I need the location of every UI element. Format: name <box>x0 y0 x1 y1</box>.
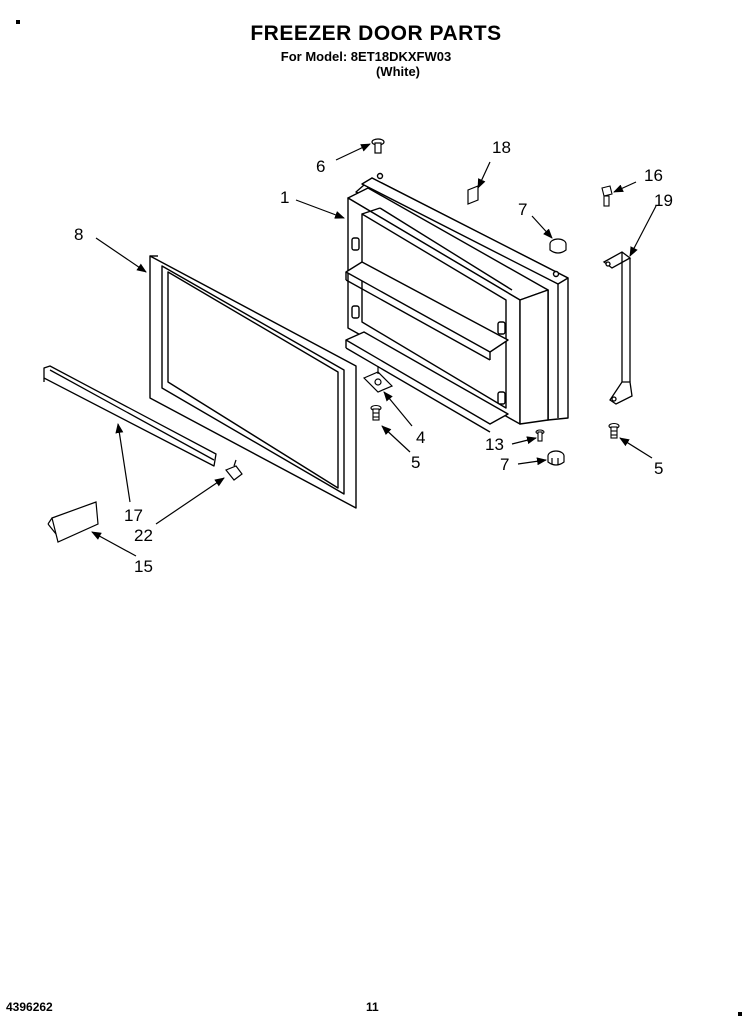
callout-19: 19 <box>654 191 673 210</box>
end-cap-part-22 <box>225 459 243 481</box>
corner-mark-top-left <box>16 20 20 24</box>
callout-18: 18 <box>492 138 511 157</box>
callout-16: 16 <box>644 166 663 185</box>
callout-7-top: 7 <box>518 200 527 219</box>
page-number: 11 <box>366 1000 379 1014</box>
door-liner-part <box>345 172 569 433</box>
callout-22: 22 <box>134 526 153 545</box>
screw-part-5-right <box>608 422 620 439</box>
trim-part-17 <box>43 365 217 467</box>
callout-13: 13 <box>485 435 504 454</box>
callout-15: 15 <box>134 557 153 576</box>
callout-7-bottom: 7 <box>500 455 509 474</box>
leader-lines <box>91 143 657 557</box>
page-title: FREEZER DOOR PARTS <box>250 22 502 45</box>
screw-part-6 <box>371 138 385 154</box>
screw-part-5-left <box>370 404 382 421</box>
callout-17: 17 <box>124 506 143 525</box>
callout-6: 6 <box>316 157 325 176</box>
document-number: 4396262 <box>6 1000 53 1014</box>
plug-part-7-bottom <box>547 450 565 466</box>
handle-part-19 <box>602 251 633 405</box>
clip-part-15 <box>47 501 99 543</box>
callout-8: 8 <box>74 225 83 244</box>
screw-part-16 <box>601 185 613 207</box>
callout-1: 1 <box>280 188 289 207</box>
corner-mark-bottom-right <box>738 1012 742 1016</box>
screw-part-13 <box>535 429 545 442</box>
callout-5-right: 5 <box>654 459 663 478</box>
color-line: (White) <box>375 64 421 79</box>
callout-4: 4 <box>416 428 425 447</box>
plug-part-7-top <box>549 238 567 254</box>
model-line: For Model: 8ET18DKXFW03 <box>280 49 452 64</box>
callout-5-left: 5 <box>411 453 420 472</box>
gasket-part-8 <box>149 255 357 509</box>
hinge-part-4 <box>362 366 394 393</box>
label-part-18 <box>467 185 479 205</box>
